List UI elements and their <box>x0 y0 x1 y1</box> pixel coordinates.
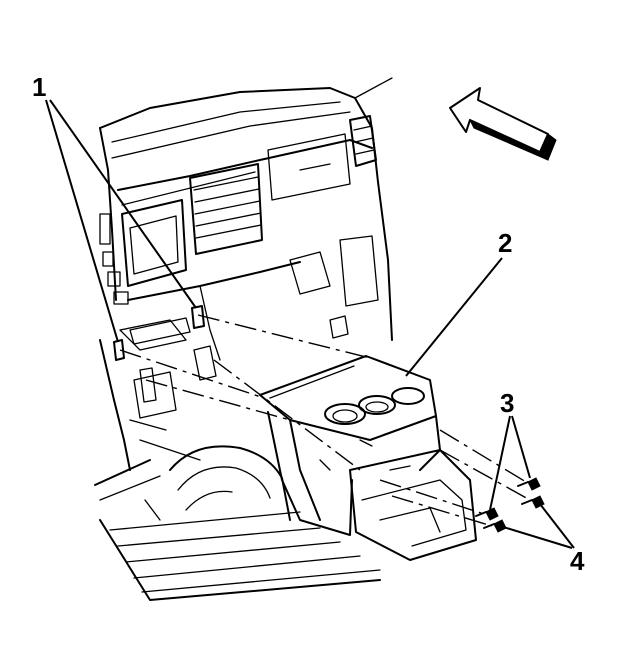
left-switch-bank <box>99 213 129 305</box>
floor-pan <box>94 319 381 601</box>
center-air-vent <box>189 163 263 255</box>
callout-1: 1 <box>32 72 46 102</box>
console-mounting-brackets <box>113 305 217 403</box>
callout-leaders <box>45 99 575 549</box>
console-fasteners <box>475 477 545 533</box>
alignment-lines <box>119 314 531 527</box>
callout-labels: 1 2 3 4 <box>32 72 585 576</box>
bolt-upper-right <box>517 477 541 491</box>
forward-direction-arrow-icon <box>449 87 557 161</box>
floor-console <box>259 355 477 561</box>
callout-3: 3 <box>500 388 514 418</box>
bolt-upper-left <box>475 507 499 521</box>
callout-4: 4 <box>570 546 585 576</box>
instrument-panel <box>99 77 393 361</box>
callout-2: 2 <box>498 228 512 258</box>
